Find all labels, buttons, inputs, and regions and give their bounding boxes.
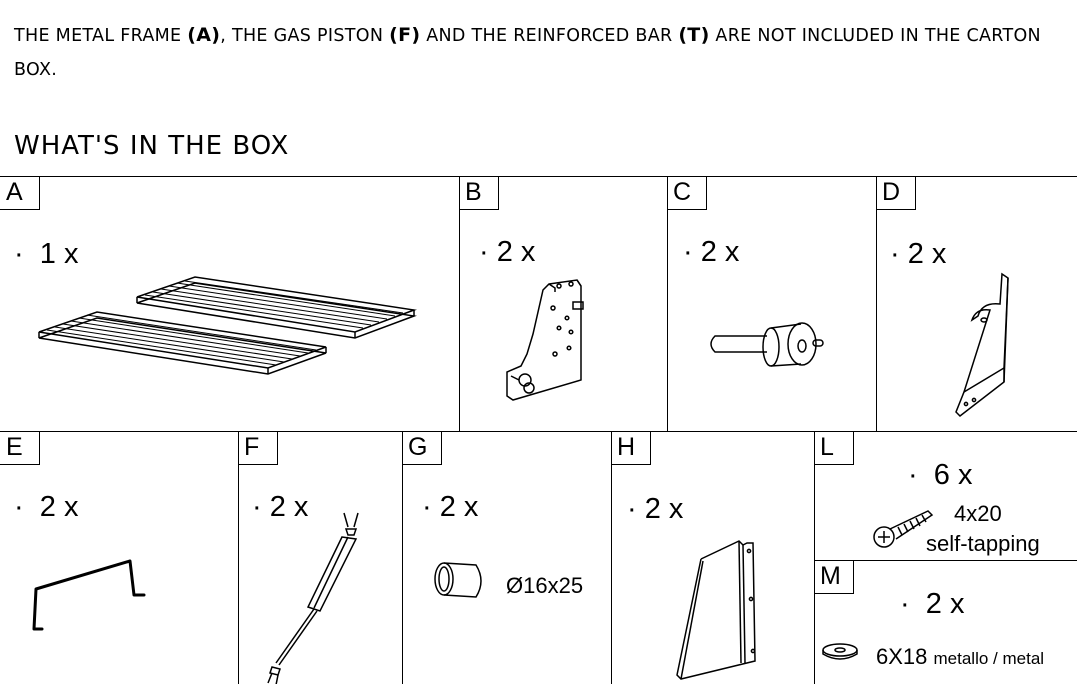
part-m: M · 2 x 6X18 metallo / metal [814, 560, 1077, 684]
part-a-letter: A [0, 176, 40, 210]
spacer-tube-icon [434, 562, 482, 598]
screw-icon [873, 510, 934, 548]
ref-f: (F) [389, 24, 421, 46]
part-g-letter: G [402, 431, 442, 465]
part-d-letter: D [876, 176, 916, 210]
ref-a: (A) [187, 24, 221, 46]
part-l: L · 6 x 4x20 self-tapping [814, 431, 1077, 560]
bed-slat-frame-icon [38, 276, 417, 375]
part-c: C · 2 x [667, 176, 876, 431]
section-heading: WHAT'S IN THE BOX [14, 131, 290, 161]
part-h-quantity: · 2 x [627, 493, 684, 525]
gas-piston-icon [267, 512, 359, 684]
grid-line [611, 431, 612, 684]
bent-rod-icon [32, 559, 146, 631]
grid-line [667, 176, 668, 431]
part-h: H · 2 x [611, 431, 814, 684]
part-a: A · 1 x [0, 176, 459, 431]
part-c-letter: C [667, 176, 707, 210]
part-l-quantity: · 6 x [908, 459, 973, 491]
part-f-quantity: · 2 x [252, 491, 309, 523]
part-g: G · 2 x Ø16x25 [402, 431, 611, 684]
grid-line [876, 176, 877, 431]
grid-line [0, 431, 1077, 432]
ref-t: (T) [678, 24, 710, 46]
grid-line [0, 176, 1077, 177]
part-d-quantity: · 2 x [890, 238, 947, 270]
part-b: B · 2 x [459, 176, 667, 431]
corner-plate-icon [676, 540, 756, 680]
grid-line [238, 431, 239, 684]
part-h-letter: H [611, 431, 651, 465]
part-f-letter: F [238, 431, 278, 465]
part-b-quantity: · 2 x [479, 236, 536, 268]
part-g-dimension: Ø16x25 [506, 573, 584, 598]
notice-text: THE METAL FRAME (A), THE GAS PISTON (F) … [14, 24, 1041, 80]
pivot-pin-icon [710, 322, 824, 367]
grid-line [459, 176, 460, 431]
washer-icon [822, 643, 858, 660]
grid-line [814, 431, 815, 684]
part-m-quantity: · 2 x [900, 588, 965, 620]
part-e-letter: E [0, 431, 40, 465]
part-g-quantity: · 2 x [422, 491, 479, 523]
part-c-quantity: · 2 x [683, 236, 740, 268]
part-l-type: self-tapping [926, 531, 1040, 556]
part-l-letter: L [814, 431, 854, 465]
part-l-size: 4x20 [954, 501, 1002, 526]
part-m-size: 6X18 metallo / metal [876, 644, 1045, 669]
part-d: D · 2 x [876, 176, 1077, 431]
part-a-quantity: · 1 x [14, 238, 79, 270]
grid-line [402, 431, 403, 684]
part-m-letter: M [814, 560, 854, 594]
part-f: F · 2 x [238, 431, 402, 684]
part-b-letter: B [459, 176, 499, 210]
grid-line [814, 560, 1077, 561]
part-e-quantity: · 2 x [14, 491, 79, 523]
angled-arm-icon [955, 272, 1009, 417]
part-e: E · 2 x [0, 431, 238, 684]
mounting-bracket-plate-icon [506, 279, 584, 401]
